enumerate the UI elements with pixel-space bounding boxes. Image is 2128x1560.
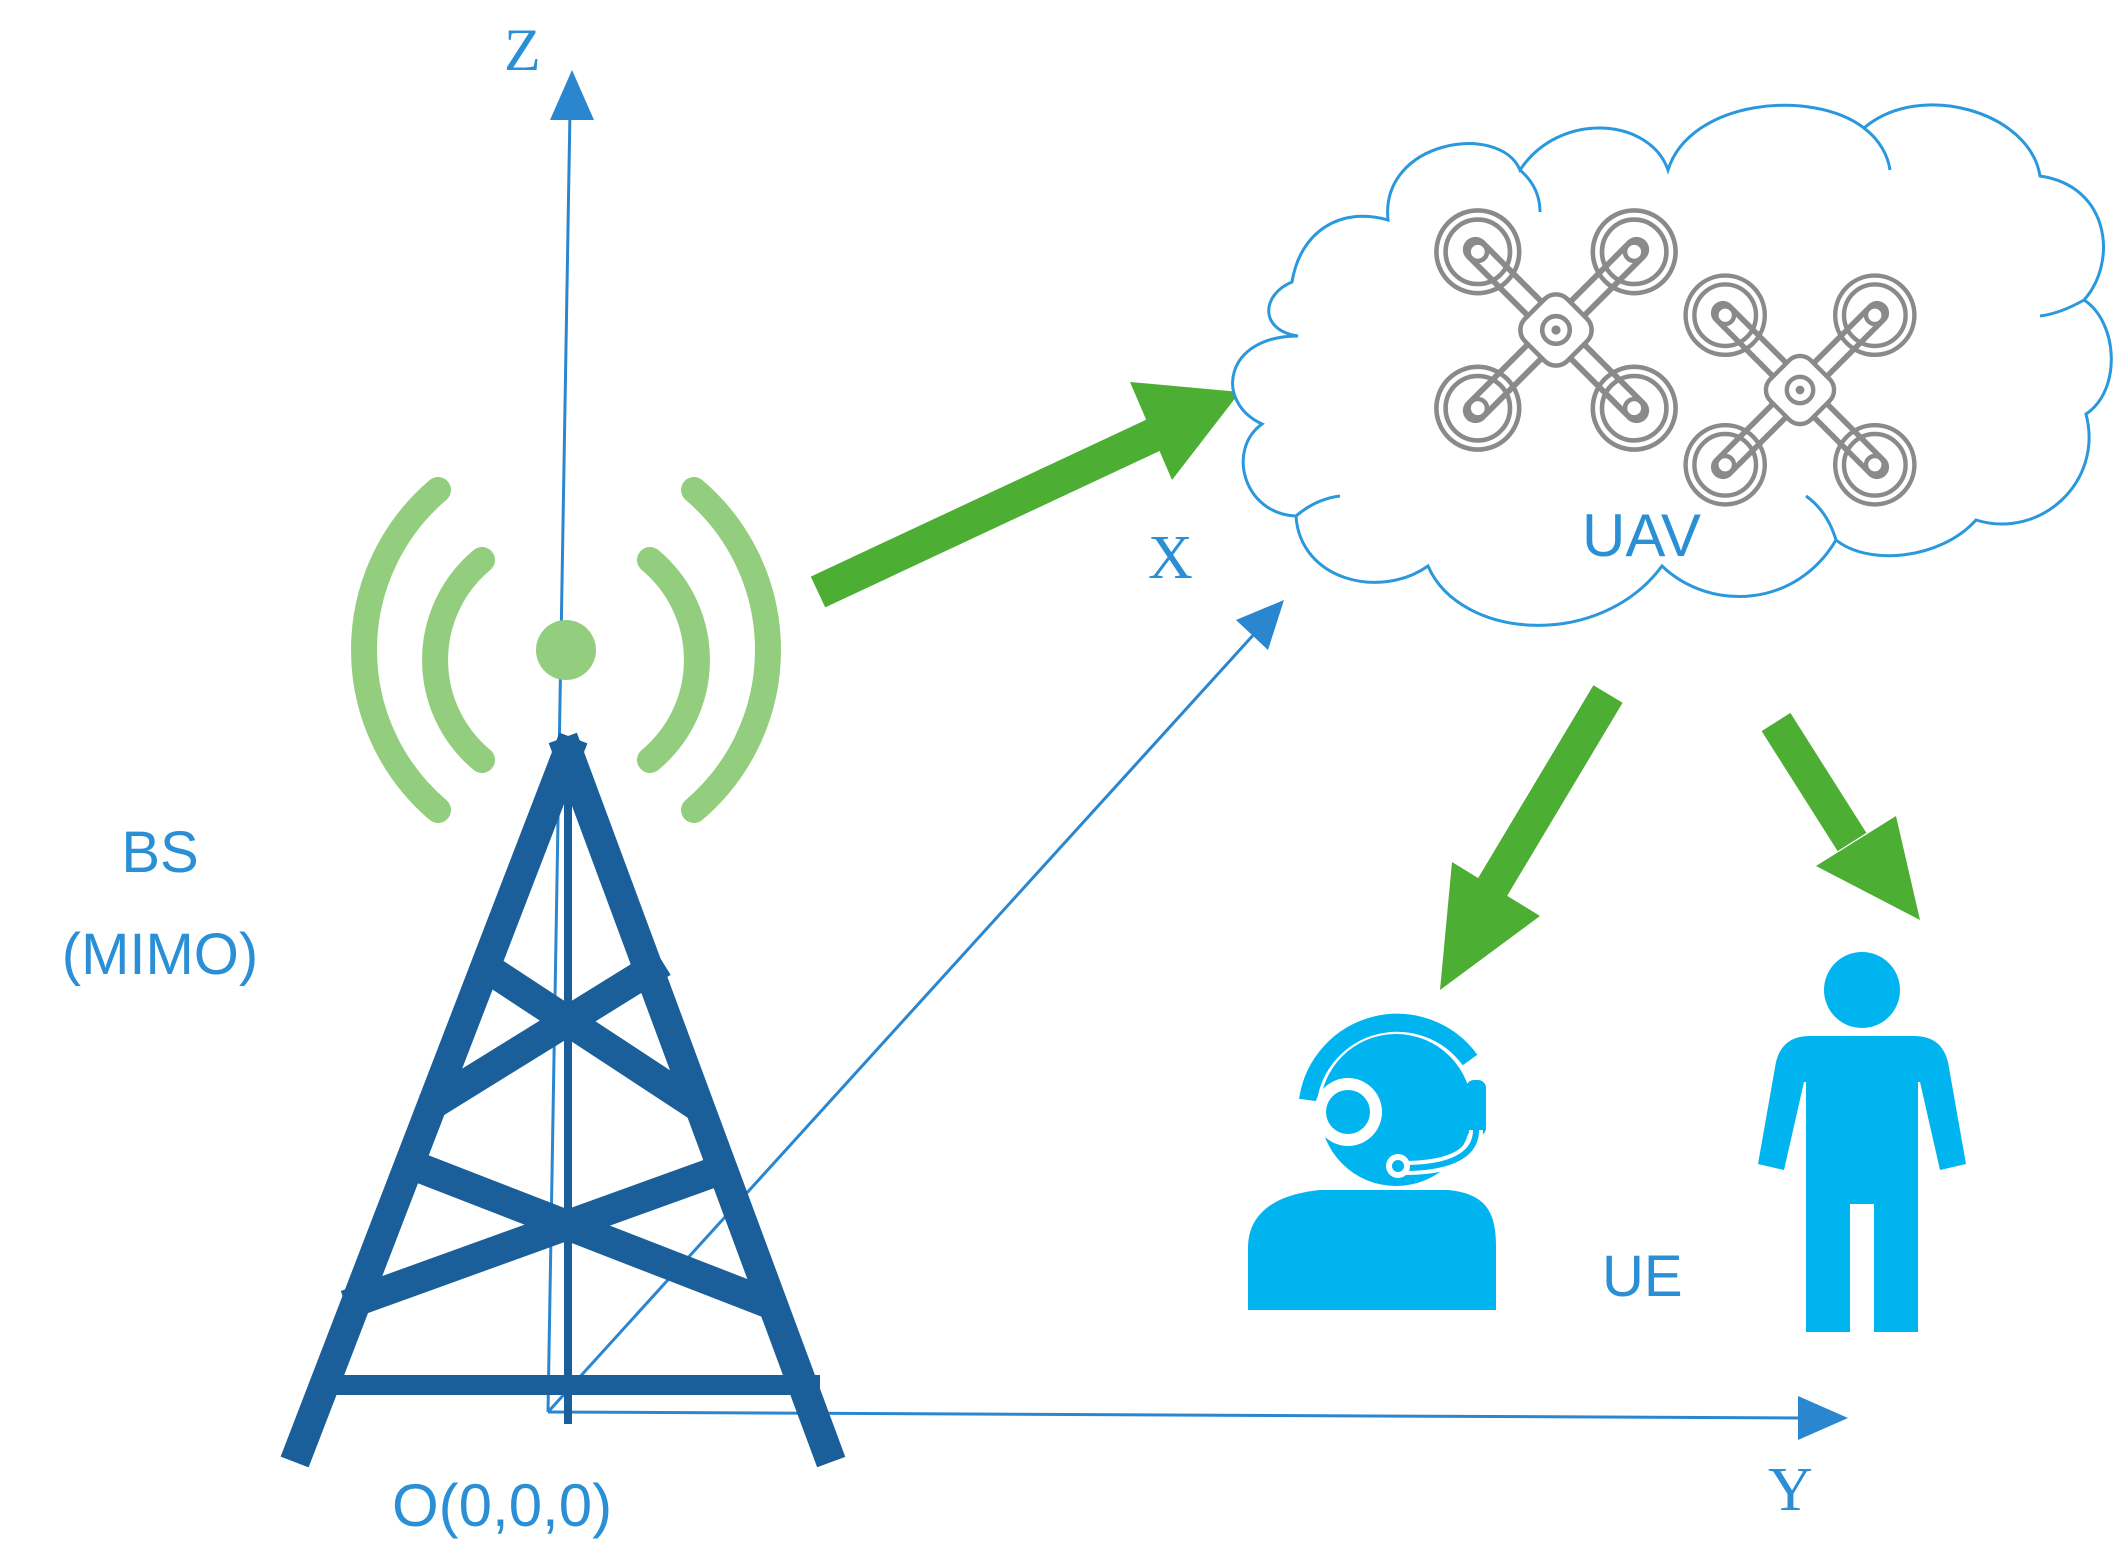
uav-to-person-arrow bbox=[1761, 712, 1867, 852]
ue-label: UE bbox=[1602, 1244, 1683, 1309]
antenna-signal-icon bbox=[351, 477, 781, 823]
bs-label: BS bbox=[121, 820, 198, 885]
headset-operator-icon bbox=[1248, 1013, 1496, 1310]
bs-mimo-label: (MIMO) bbox=[62, 922, 259, 987]
bs-to-uav-arrowhead bbox=[1130, 382, 1240, 480]
origin-label: O(0,0,0) bbox=[392, 1472, 612, 1539]
x-axis bbox=[546, 630, 1258, 1414]
y-axis-arrowhead bbox=[1798, 1396, 1848, 1440]
uav-to-operator-arrowhead bbox=[1440, 862, 1540, 990]
x-axis-label: X bbox=[1148, 524, 1193, 592]
y-axis bbox=[547, 1410, 1801, 1420]
tower-icon bbox=[280, 732, 846, 1468]
link-arrows bbox=[810, 382, 1920, 990]
uav-label: UAV bbox=[1582, 502, 1701, 569]
z-axis-arrowhead bbox=[550, 70, 594, 120]
bs-to-uav-arrow bbox=[810, 416, 1168, 608]
x-axis-arrowhead bbox=[1236, 600, 1284, 650]
uav-to-operator-arrow bbox=[1477, 685, 1623, 897]
uav-to-person-arrowhead bbox=[1816, 816, 1920, 920]
z-axis-label: Z bbox=[504, 17, 541, 83]
y-axis-label: Y bbox=[1768, 1456, 1813, 1524]
person-icon bbox=[1758, 952, 1966, 1332]
